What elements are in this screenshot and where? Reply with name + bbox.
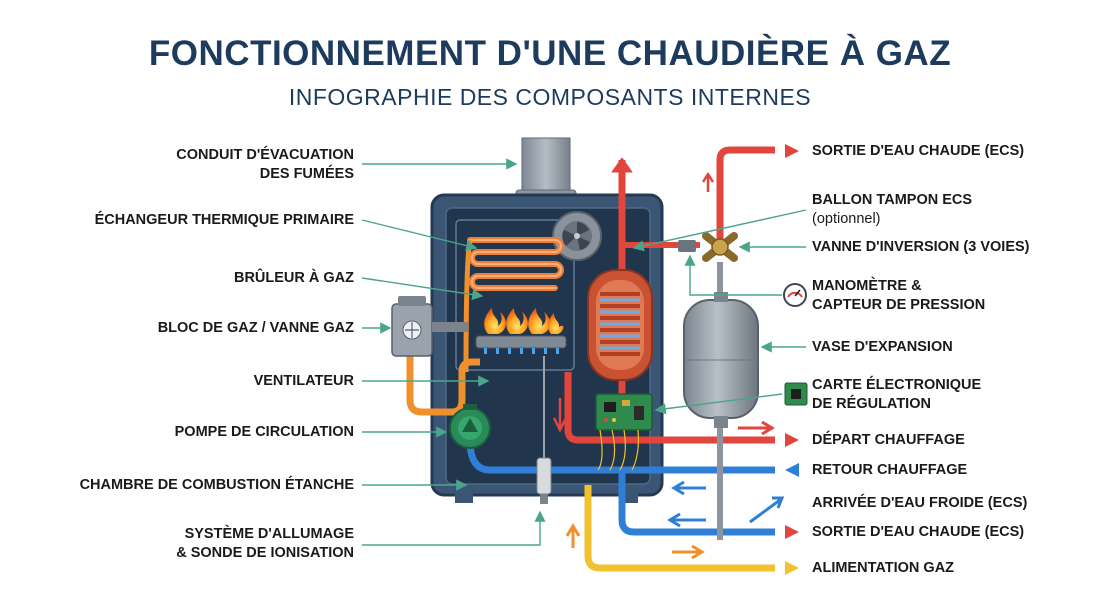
label-gauge: MANOMÈTRE & CAPTEUR DE PRESSION	[812, 277, 985, 315]
label-heating-out: DÉPART CHAUFFAGE	[812, 432, 965, 448]
label-cold-in: ARRIVÉE D'EAU FROIDE (ECS)	[812, 495, 1028, 511]
label-pump: POMPE DE CIRCULATION	[174, 424, 354, 440]
arrow-icon	[785, 144, 799, 575]
label-ignition-line1: SYSTÈME D'ALLUMAGE	[184, 526, 354, 542]
label-buffer: BALLON TAMPON ECS (optionnel)	[812, 191, 972, 229]
label-gauge-line1: MANOMÈTRE &	[812, 278, 922, 294]
page-title: FONCTIONNEMENT D'UNE CHAUDIÈRE À GAZ	[148, 34, 952, 73]
label-buffer-line2: (optionnel)	[812, 211, 881, 227]
pump-icon	[449, 404, 491, 449]
label-dhw-out-bottom: SORTIE D'EAU CHAUDE (ECS)	[812, 524, 1025, 540]
valve-icon	[678, 232, 738, 262]
ignition-electrode	[536, 356, 552, 504]
flow-arrows	[565, 420, 785, 560]
label-flue-line2: DES FUMÉES	[259, 166, 354, 182]
page-subtitle: INFOGRAPHIE DES COMPOSANTS INTERNES	[288, 84, 812, 110]
label-expansion: VASE D'EXPANSION	[812, 339, 953, 355]
label-gas-valve: BLOC DE GAZ / VANNE GAZ	[157, 320, 354, 336]
label-diverter: VANNE D'INVERSION (3 VOIES)	[812, 239, 1030, 255]
label-buffer-line1: BALLON TAMPON ECS	[812, 192, 973, 208]
label-board-line2: DE RÉGULATION	[812, 396, 931, 412]
label-chamber: CHAMBRE DE COMBUSTION ÉTANCHE	[79, 477, 354, 493]
label-board-line1: CARTE ÉLECTRONIQUE	[812, 377, 982, 393]
label-dhw-out-top: SORTIE D'EAU CHAUDE (ECS)	[812, 143, 1025, 159]
expansion-vessel	[683, 292, 759, 428]
dhw-buffer-tank	[587, 269, 653, 381]
gas-valve-block	[391, 296, 468, 357]
label-ignition-line2: & SONDE DE IONISATION	[176, 545, 354, 561]
gas-supply-pipe	[584, 485, 775, 572]
gauge-icon	[783, 283, 807, 307]
flame-icon	[484, 308, 564, 334]
label-fan: VENTILATEUR	[253, 373, 354, 389]
label-board: CARTE ÉLECTRONIQUE DE RÉGULATION	[812, 376, 981, 414]
label-flue-line1: CONDUIT D'ÉVACUATION	[176, 147, 354, 163]
label-heating-return: RETOUR CHAUFFAGE	[812, 462, 968, 478]
label-gas-supply: ALIMENTATION GAZ	[812, 560, 955, 576]
fan-icon	[552, 211, 602, 261]
circuit-board-icon-small	[784, 382, 808, 406]
primary-heat-exchanger	[467, 237, 564, 291]
label-burner: BRÛLEUR À GAZ	[233, 270, 354, 286]
leader-lines	[361, 158, 807, 546]
label-ignition: SYSTÈME D'ALLUMAGE & SONDE DE IONISATION	[176, 525, 354, 563]
label-flue: CONDUIT D'ÉVACUATION DES FUMÉES	[176, 146, 354, 184]
label-gauge-line2: CAPTEUR DE PRESSION	[812, 297, 986, 313]
circuit-board-icon	[595, 393, 653, 471]
gas-burner	[475, 308, 567, 354]
label-heat-exchanger: ÉCHANGEUR THERMIQUE PRIMAIRE	[94, 212, 354, 228]
